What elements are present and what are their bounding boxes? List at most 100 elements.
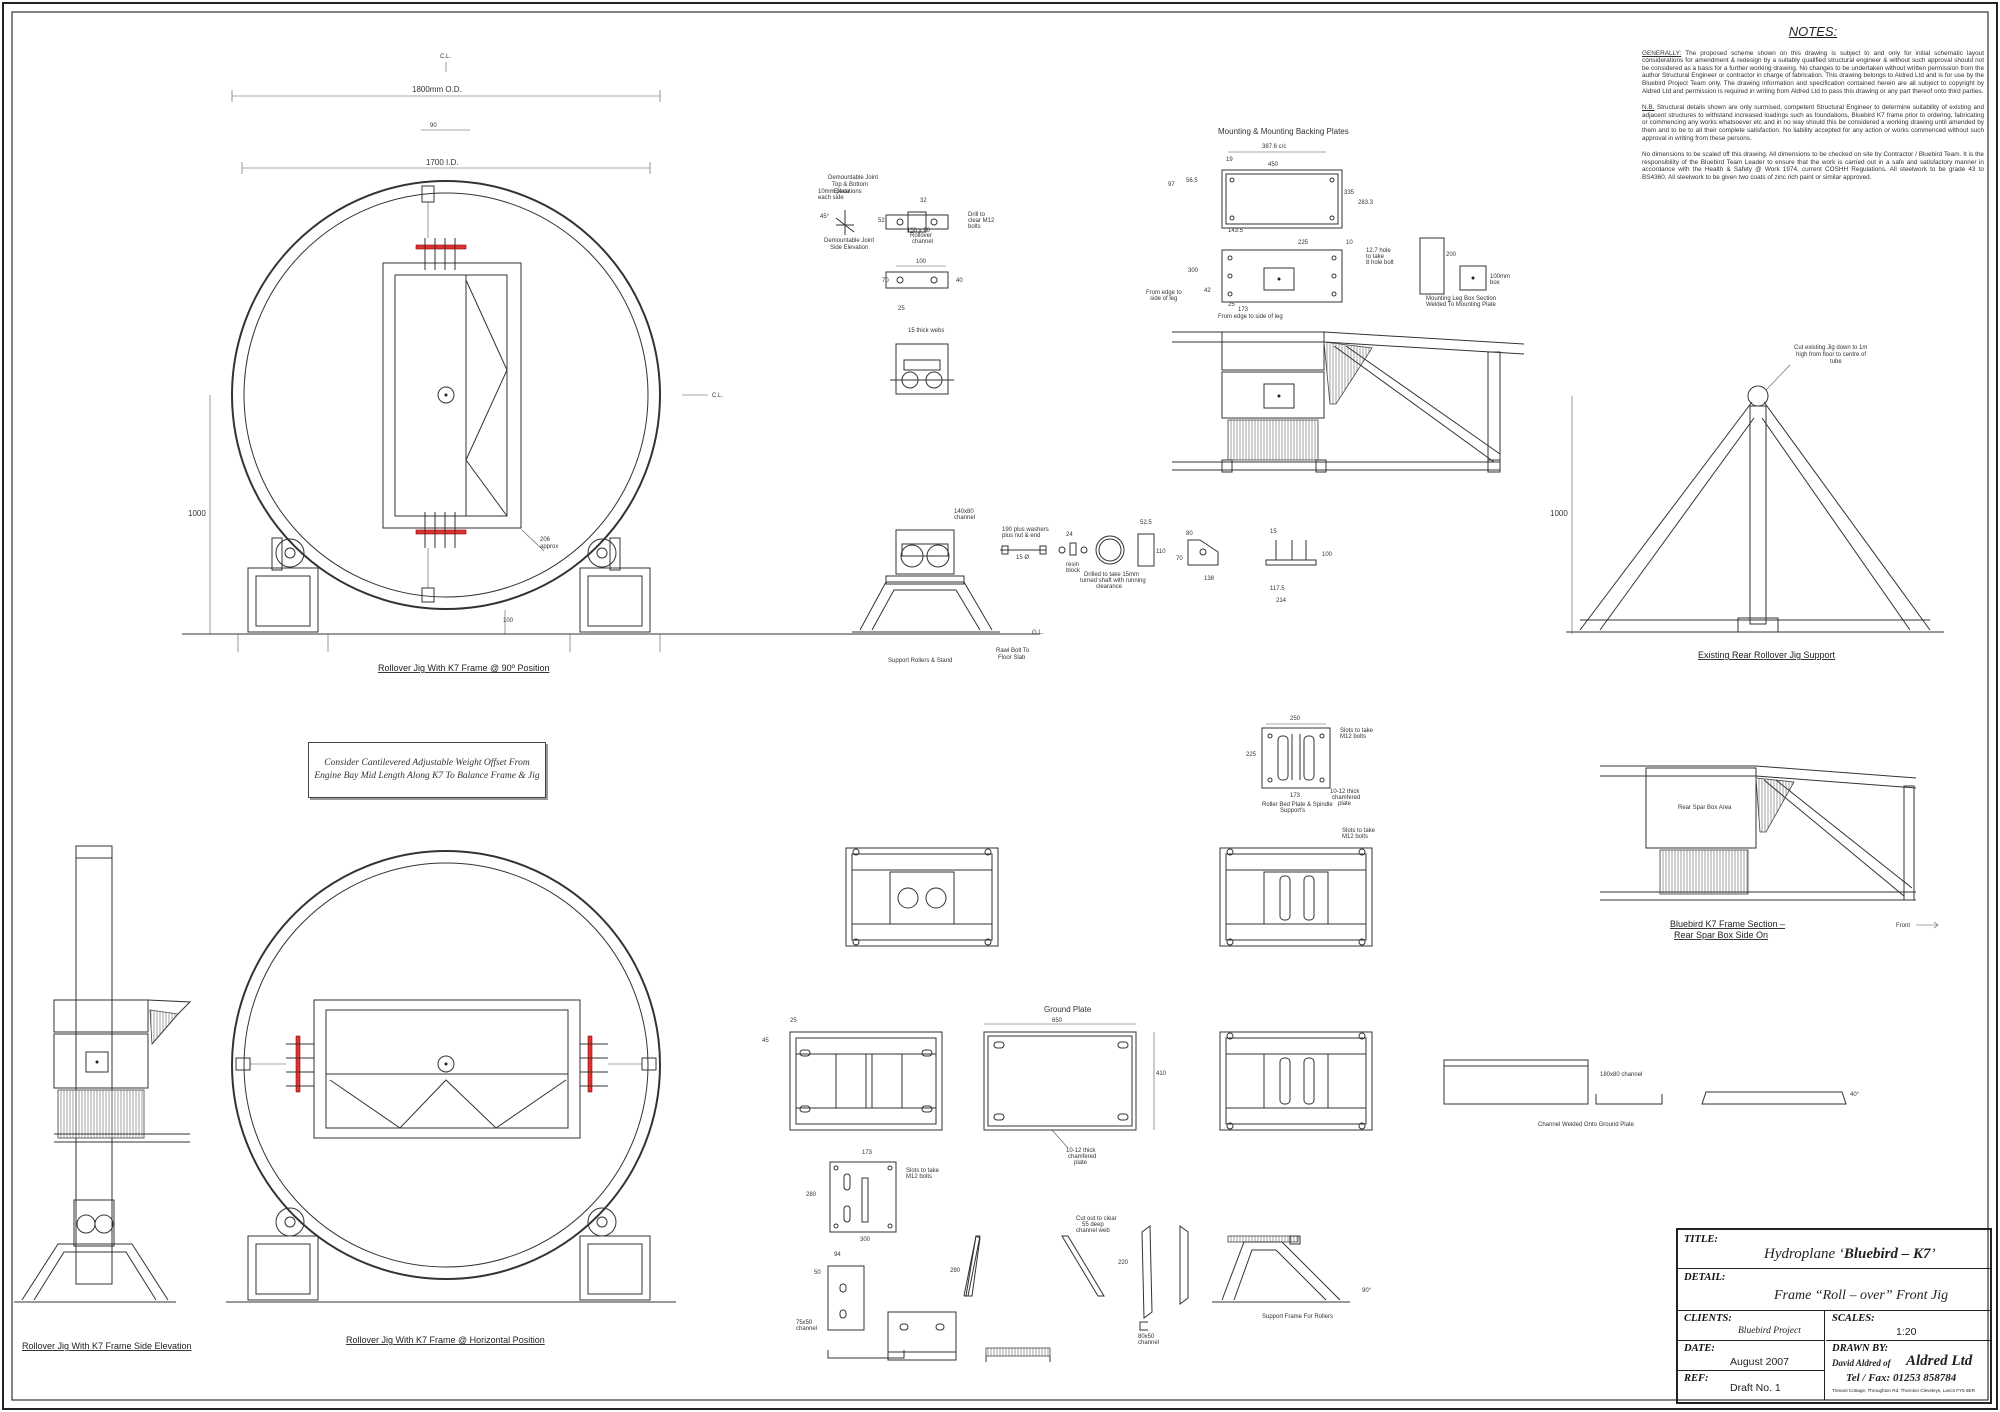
dim-j70: 70: [882, 278, 889, 284]
label-mounting-leg-2: Welded To Mounting Plate: [1426, 302, 1496, 308]
label-cut-clear-2: 55 deep: [1082, 1222, 1104, 1228]
gl-label: G.L.: [1032, 630, 1044, 636]
dim-b280: 280: [806, 1192, 817, 1198]
dim-m173: 173: [1238, 307, 1249, 313]
label-drill-3: bolts: [968, 224, 981, 230]
label-from-edge-3: From edge to side of leg: [1218, 314, 1283, 320]
demount-top-1: Demountable Joint: [828, 175, 878, 181]
label-bolt-190-1: 190 plus washers: [1002, 527, 1049, 533]
dim-100: 100: [503, 618, 514, 624]
title-row: TITLE: Hydroplane ‘Bluebird – K7’: [1678, 1230, 1990, 1269]
label-100mm: 100mm: [1490, 274, 1510, 280]
label-channel-80: 80x50: [1138, 1334, 1155, 1340]
drawn-label: DRAWN BY:: [1832, 1343, 1889, 1354]
roller-bed-plate: 250 225 173 Slots to take M12 bolts 10-1…: [1246, 716, 1376, 840]
dim-s214: 214: [1276, 598, 1287, 604]
dim-m97: 97: [1168, 182, 1175, 188]
label-slots-5: Slots to take: [906, 1168, 940, 1174]
dim-j32: 32: [920, 198, 927, 204]
label-thick-6: plate: [1074, 1160, 1088, 1166]
rollover-horizontal-view: Rollover Jig With K7 Frame @ Horizontal …: [226, 850, 676, 1345]
label-cut-3: tube: [1830, 359, 1842, 365]
label-rollover-ch: Rollover: [910, 233, 932, 239]
caption-k7-section-2: Rear Spar Box Side On: [1674, 930, 1768, 940]
rollover-side-elevation: Rollover Jig With K7 Frame Side Elevatio…: [14, 845, 192, 1351]
notes-panel: NOTES: GENERALLY: The proposed scheme sh…: [1642, 25, 1984, 191]
dim-g650: 650: [1052, 1018, 1063, 1024]
date-label: DATE:: [1684, 1343, 1715, 1354]
dim-s15b: 15 Ø: [1016, 555, 1029, 561]
clients-label: CLIENTS:: [1684, 1313, 1732, 1324]
demount-side-1: Demountable Joint: [824, 238, 874, 244]
label-drill-2: clear M12: [968, 218, 995, 224]
dim-s100: 100: [1322, 552, 1333, 558]
dim-j52: 52: [878, 218, 885, 224]
label-slots-4: M12 bolts: [1342, 834, 1368, 840]
scales-label: SCALES:: [1832, 1313, 1875, 1324]
notes-nb: N.B. Structural details shown are only s…: [1642, 104, 1984, 142]
label-drilled-2: turned shaft with running: [1080, 578, 1146, 584]
notes-nb-text: Structural details shown are only surmis…: [1642, 104, 1984, 142]
label-slots-3: Slots to take: [1342, 828, 1376, 834]
demount-top-2: Top & Bottom: [832, 182, 868, 188]
caption-roller-bed-2: Support's: [1280, 808, 1305, 814]
notes-generally: GENERALLY: The proposed scheme shown on …: [1642, 50, 1984, 96]
dim-j150: 150 x 90: [907, 228, 931, 234]
label-rear-spar: Rear Spar Box Area: [1678, 805, 1732, 811]
detail-label: DETAIL:: [1684, 1272, 1726, 1283]
label-plate-10b: each side: [818, 195, 844, 201]
label-thick-5: chamfered: [1068, 1154, 1096, 1160]
dim-206: 206: [540, 537, 551, 543]
consider-line-2: Engine Bay Mid Length Along K7 To Balanc…: [314, 771, 540, 781]
dim-m200: 200: [1446, 252, 1457, 258]
notes-nb-label: N.B.: [1642, 104, 1655, 112]
title-prefix: Hydroplane ‘: [1764, 1246, 1844, 1262]
dim-j100: 100: [916, 259, 927, 265]
title-block: TITLE: Hydroplane ‘Bluebird – K7’ DETAIL…: [1676, 1228, 1992, 1404]
label-thick-1: 10-12 thick: [1330, 789, 1360, 795]
caption-ground-plate: Ground Plate: [1044, 1005, 1092, 1014]
dim-1000-left: 1000: [188, 509, 206, 518]
dim-g25: 25: [790, 1018, 797, 1024]
dim-c90: 90°: [1362, 1288, 1372, 1294]
date-row: DATE: August 2007: [1678, 1340, 1825, 1371]
title-suffix: ’: [1930, 1246, 1936, 1262]
dim-c220: 220: [1118, 1260, 1129, 1266]
label-cut-clear-1: Cut out to clear: [1076, 1216, 1117, 1222]
support-rollers-stand: 140x80 channel Rawl Bolt To Floor Slab S…: [852, 509, 1030, 664]
dim-m56: 56.5: [1186, 178, 1198, 184]
dim-s117: 117.5: [1270, 586, 1285, 592]
scales-value: 1:20: [1896, 1326, 1917, 1338]
dim-1000-right: 1000: [1550, 509, 1568, 518]
ref-value: Draft No. 1: [1730, 1382, 1781, 1394]
label-slots-1: Slots to take: [1340, 728, 1374, 734]
label-thick-3: plate: [1338, 801, 1352, 807]
label-drilled-1: Drilled to take 15mm: [1084, 572, 1139, 578]
k7-frame-section: Rear Spar Box Area Bluebird K7 Frame Sec…: [1600, 765, 1939, 940]
detail-row: DETAIL: Frame “Roll – over” Front Jig: [1678, 1268, 1990, 1311]
caption-mounting: Mounting & Mounting Backing Plates: [1218, 127, 1349, 136]
dim-m335: 335: [1344, 190, 1355, 196]
dim-m25: 25: [1228, 302, 1235, 308]
title-label: TITLE:: [1684, 1234, 1718, 1245]
dim-j40: 40: [956, 278, 963, 284]
dim-m143: 143.5: [1228, 228, 1244, 234]
label-resin-b: block: [1066, 568, 1081, 574]
date-value: August 2007: [1730, 1356, 1789, 1368]
cl-label-top: C.L.: [440, 54, 451, 60]
title-value: Hydroplane ‘Bluebird – K7’: [1764, 1246, 1936, 1263]
drawn-by-cell: DRAWN BY: David Aldred of Aldred Ltd Tel…: [1826, 1340, 1990, 1400]
dim-s15: 15: [1270, 529, 1277, 535]
caption-k7-section-1: Bluebird K7 Frame Section –: [1670, 919, 1785, 929]
label-rest-bolt-1: Rawl Bolt To: [996, 648, 1030, 654]
caption-channel-welded: Channel Welded Onto Ground Plate: [1538, 1122, 1635, 1128]
label-cut-clear-3: channel web: [1076, 1228, 1110, 1234]
drawn-prefix: David Aldred of: [1832, 1358, 1891, 1368]
label-wide-3: 8 hole bolt: [1366, 260, 1394, 266]
demountable-joint-details: Demountable Joint Top & Bottom Elevation…: [818, 175, 995, 395]
label-thick-2: chamfered: [1332, 795, 1360, 801]
dim-r250: 250: [1290, 716, 1301, 722]
label-rest-bolt-2: Floor Slab: [998, 655, 1026, 661]
label-from-edge-1: From edge to: [1146, 290, 1182, 296]
